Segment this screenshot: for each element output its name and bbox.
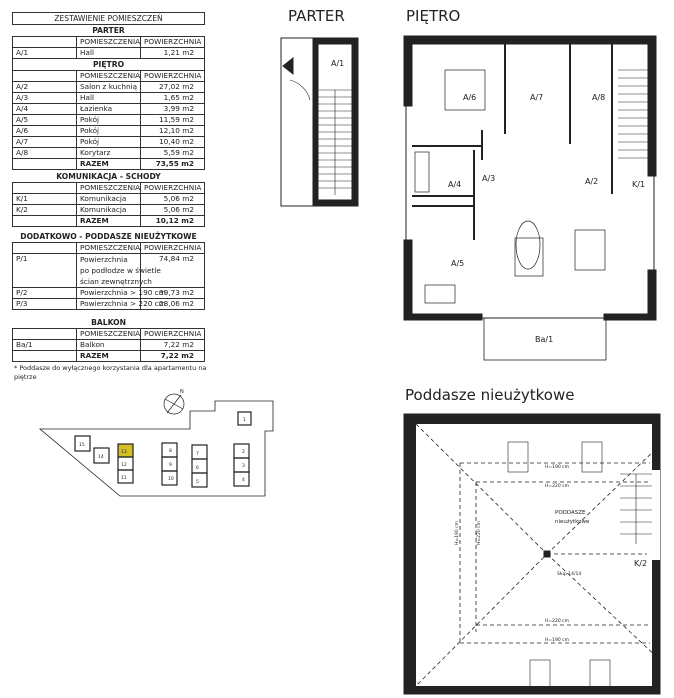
parter-title: PARTER xyxy=(288,7,345,25)
room-label: K/2 xyxy=(634,559,647,568)
building-number: 8 xyxy=(169,448,172,454)
section-komunikacja: KOMUNIKACJA - SCHODY xyxy=(56,172,161,181)
room-label: A/7 xyxy=(530,93,543,102)
north-label: N xyxy=(180,389,184,395)
building-number: 5 xyxy=(196,479,199,485)
building-number: 11 xyxy=(121,475,127,481)
building-number: 13 xyxy=(121,449,127,455)
building-number: 12 xyxy=(121,462,127,468)
room-summary-table: ZESTAWIENIE POMIESZCZEŃ PARTER POMIESZCZ… xyxy=(12,12,205,170)
building-number: 6 xyxy=(196,465,199,471)
room-label: A/5 xyxy=(451,259,464,268)
building-number: 7 xyxy=(196,451,199,457)
pietro-plan: A/2 A/3 A/4 A/5 A/6 A/7 A/8 K/1 Ba/1 xyxy=(403,35,657,361)
section-dodatkowo: DODATKOWO - PODDASZE NIEUŻYTKOWE xyxy=(20,232,197,241)
dimension-label: H=220 cm xyxy=(545,618,569,624)
post-label: Słup 14/14 xyxy=(557,571,581,577)
room-label: A/6 xyxy=(463,93,476,102)
building-number: 2 xyxy=(242,449,245,455)
attic-table: DODATKOWO - PODDASZE NIEUŻYTKOWE POMIESZ… xyxy=(12,231,205,310)
building-number: 9 xyxy=(169,462,172,468)
attic-plan: H=190 cm H=220 cm H=220 cm H=190 cm H=19… xyxy=(403,413,661,695)
attic-title: Poddasze nieużytkowe xyxy=(405,386,575,404)
building-number: 15 xyxy=(79,442,85,448)
dimension-label: H=190 cm xyxy=(545,464,569,470)
table-title: ZESTAWIENIE POMIESZCZEŃ xyxy=(12,12,205,25)
dimension-label: H=220 cm xyxy=(476,521,482,545)
site-plan: N 1 2 3 4 5 6 7 8 9 10 11 12 13 14 15 xyxy=(38,389,274,497)
building-number: 4 xyxy=(242,477,245,483)
room-label: A/4 xyxy=(448,180,461,189)
footnote: * Poddasze do wyłącznego korzystania dla… xyxy=(14,364,207,381)
room-label: A/1 xyxy=(331,59,344,68)
room-label: A/8 xyxy=(592,93,605,102)
section-balkon: BALKON xyxy=(91,318,126,327)
room-label: A/3 xyxy=(482,174,495,183)
dimension-label: H=190 cm xyxy=(454,521,460,545)
section-parter: PARTER xyxy=(92,26,125,35)
room-label: K/1 xyxy=(632,180,645,189)
room-label: nieużytkowe xyxy=(555,519,590,525)
dimension-label: H=220 cm xyxy=(545,483,569,489)
building-number: 3 xyxy=(242,463,245,469)
parter-plan: A/1 xyxy=(280,37,359,207)
pietro-title: PIĘTRO xyxy=(406,7,461,25)
building-number: 10 xyxy=(168,476,174,482)
building-number: 14 xyxy=(98,454,104,460)
dimension-label: H=190 cm xyxy=(545,637,569,643)
room-label: Ba/1 xyxy=(535,335,553,344)
building-number: 1 xyxy=(243,417,246,423)
room-label: PODDASZE xyxy=(555,510,586,516)
room-label: A/2 xyxy=(585,177,598,186)
